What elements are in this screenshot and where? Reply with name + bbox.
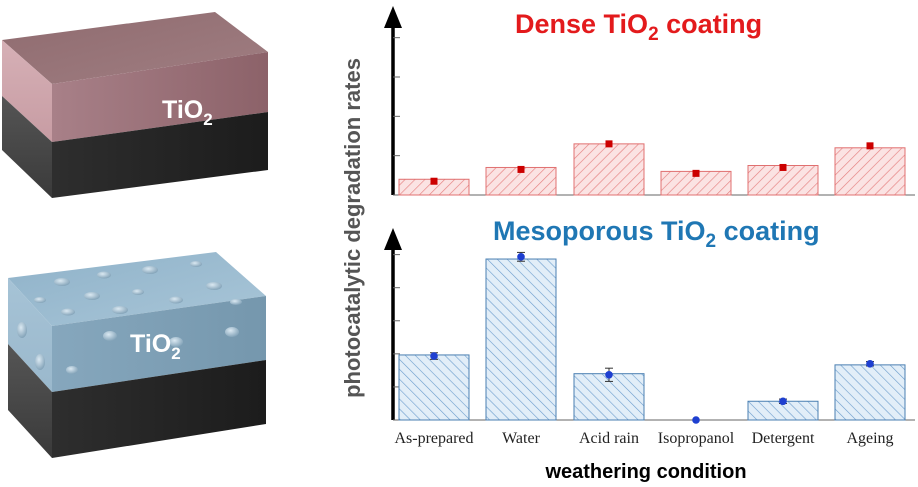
meso-chart-title: Mesoporous TiO2 coating bbox=[493, 216, 820, 252]
meso-block-front-substrate bbox=[8, 344, 52, 458]
category-label-detergent: Detergent bbox=[752, 430, 815, 447]
x-axis-label: weathering condition bbox=[544, 461, 746, 483]
dense-bar-acidrain bbox=[573, 143, 645, 196]
meso-y-axis-arrow bbox=[384, 228, 402, 250]
dense-block-front-substrate bbox=[2, 96, 52, 198]
category-label-asprepared: As-prepared bbox=[394, 430, 473, 447]
meso-bar-ageing bbox=[834, 364, 906, 421]
meso-point bbox=[430, 352, 438, 360]
category-label-ageing: Ageing bbox=[846, 430, 893, 447]
dense-point bbox=[866, 142, 874, 150]
dense-block-top bbox=[2, 12, 268, 84]
meso-point bbox=[779, 397, 787, 406]
meso-bar-water bbox=[485, 258, 557, 421]
meso-chart: Mesoporous TiO2 coating As-prepared Water… bbox=[384, 216, 915, 483]
dense-point bbox=[605, 140, 613, 148]
category-labels: As-prepared Water Acid rain Isopropanol Dete… bbox=[394, 430, 893, 447]
meso-point bbox=[692, 416, 700, 424]
dense-point bbox=[692, 169, 700, 177]
meso-points bbox=[430, 251, 874, 424]
dense-points bbox=[430, 140, 874, 185]
category-label-water: Water bbox=[502, 430, 540, 447]
y-axis-label: photocatalytic degradation rates bbox=[340, 58, 365, 398]
dense-block-front-coating bbox=[2, 40, 52, 142]
meso-point bbox=[517, 253, 525, 261]
dense-bars bbox=[398, 143, 906, 196]
dense-coating-illustration: TiO2 bbox=[2, 12, 268, 198]
dense-bar-ageing bbox=[834, 147, 906, 196]
meso-bar-asprepared bbox=[398, 354, 470, 421]
dense-point bbox=[517, 165, 525, 173]
dense-block-side-substrate bbox=[52, 112, 268, 198]
meso-bars bbox=[398, 258, 906, 421]
meso-block-top bbox=[8, 252, 266, 326]
meso-point bbox=[866, 359, 874, 368]
dense-block-label: TiO2 bbox=[162, 96, 213, 129]
meso-block-label: TiO2 bbox=[130, 330, 181, 363]
dense-point bbox=[430, 177, 438, 185]
mesoporous-coating-illustration: TiO2 bbox=[8, 252, 266, 458]
dense-y-ticks bbox=[393, 37, 400, 157]
meso-y-ticks bbox=[393, 254, 400, 388]
dense-y-axis-arrow bbox=[384, 6, 402, 28]
meso-pores bbox=[17, 261, 242, 374]
dense-chart-title: Dense TiO2 coating bbox=[515, 9, 762, 45]
category-label-isopropanol: Isopropanol bbox=[658, 430, 735, 447]
meso-point bbox=[605, 370, 613, 379]
meso-block-side-substrate bbox=[52, 360, 266, 458]
dense-point bbox=[779, 163, 787, 171]
category-label-acidrain: Acid rain bbox=[579, 430, 639, 447]
dense-chart: Dense TiO2 coating bbox=[384, 6, 915, 196]
